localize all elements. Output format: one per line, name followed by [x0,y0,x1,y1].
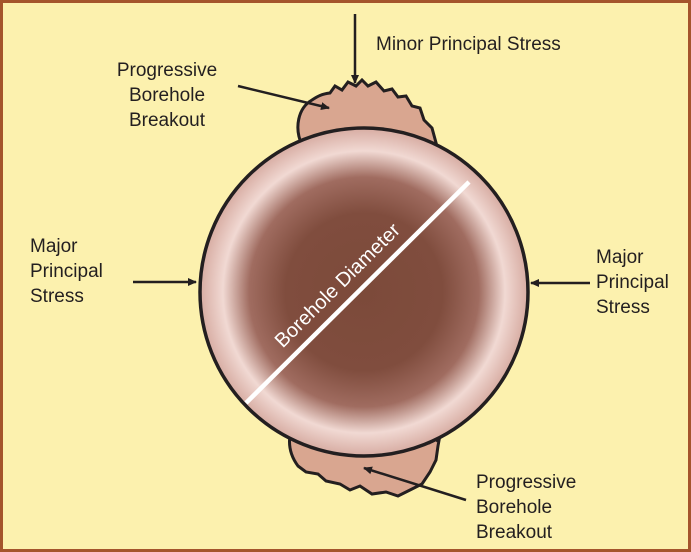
label-line: Stress [596,297,650,318]
label-line: Principal [30,261,103,282]
label-line: Stress [30,286,84,307]
label-line: Breakout [129,110,206,131]
borehole [200,128,528,456]
label-line: Major [596,247,644,268]
label-line: Progressive [476,472,576,493]
label-line: Progressive [117,60,217,81]
label-line: Principal [596,272,669,293]
label-line: Major [30,236,78,257]
label-line: Breakout [476,522,553,543]
label-line: Minor Principal Stress [376,34,561,55]
label-line: Borehole [476,497,552,518]
label-line: Borehole [129,85,205,106]
minor-stress-label: Minor Principal Stress [376,34,561,55]
